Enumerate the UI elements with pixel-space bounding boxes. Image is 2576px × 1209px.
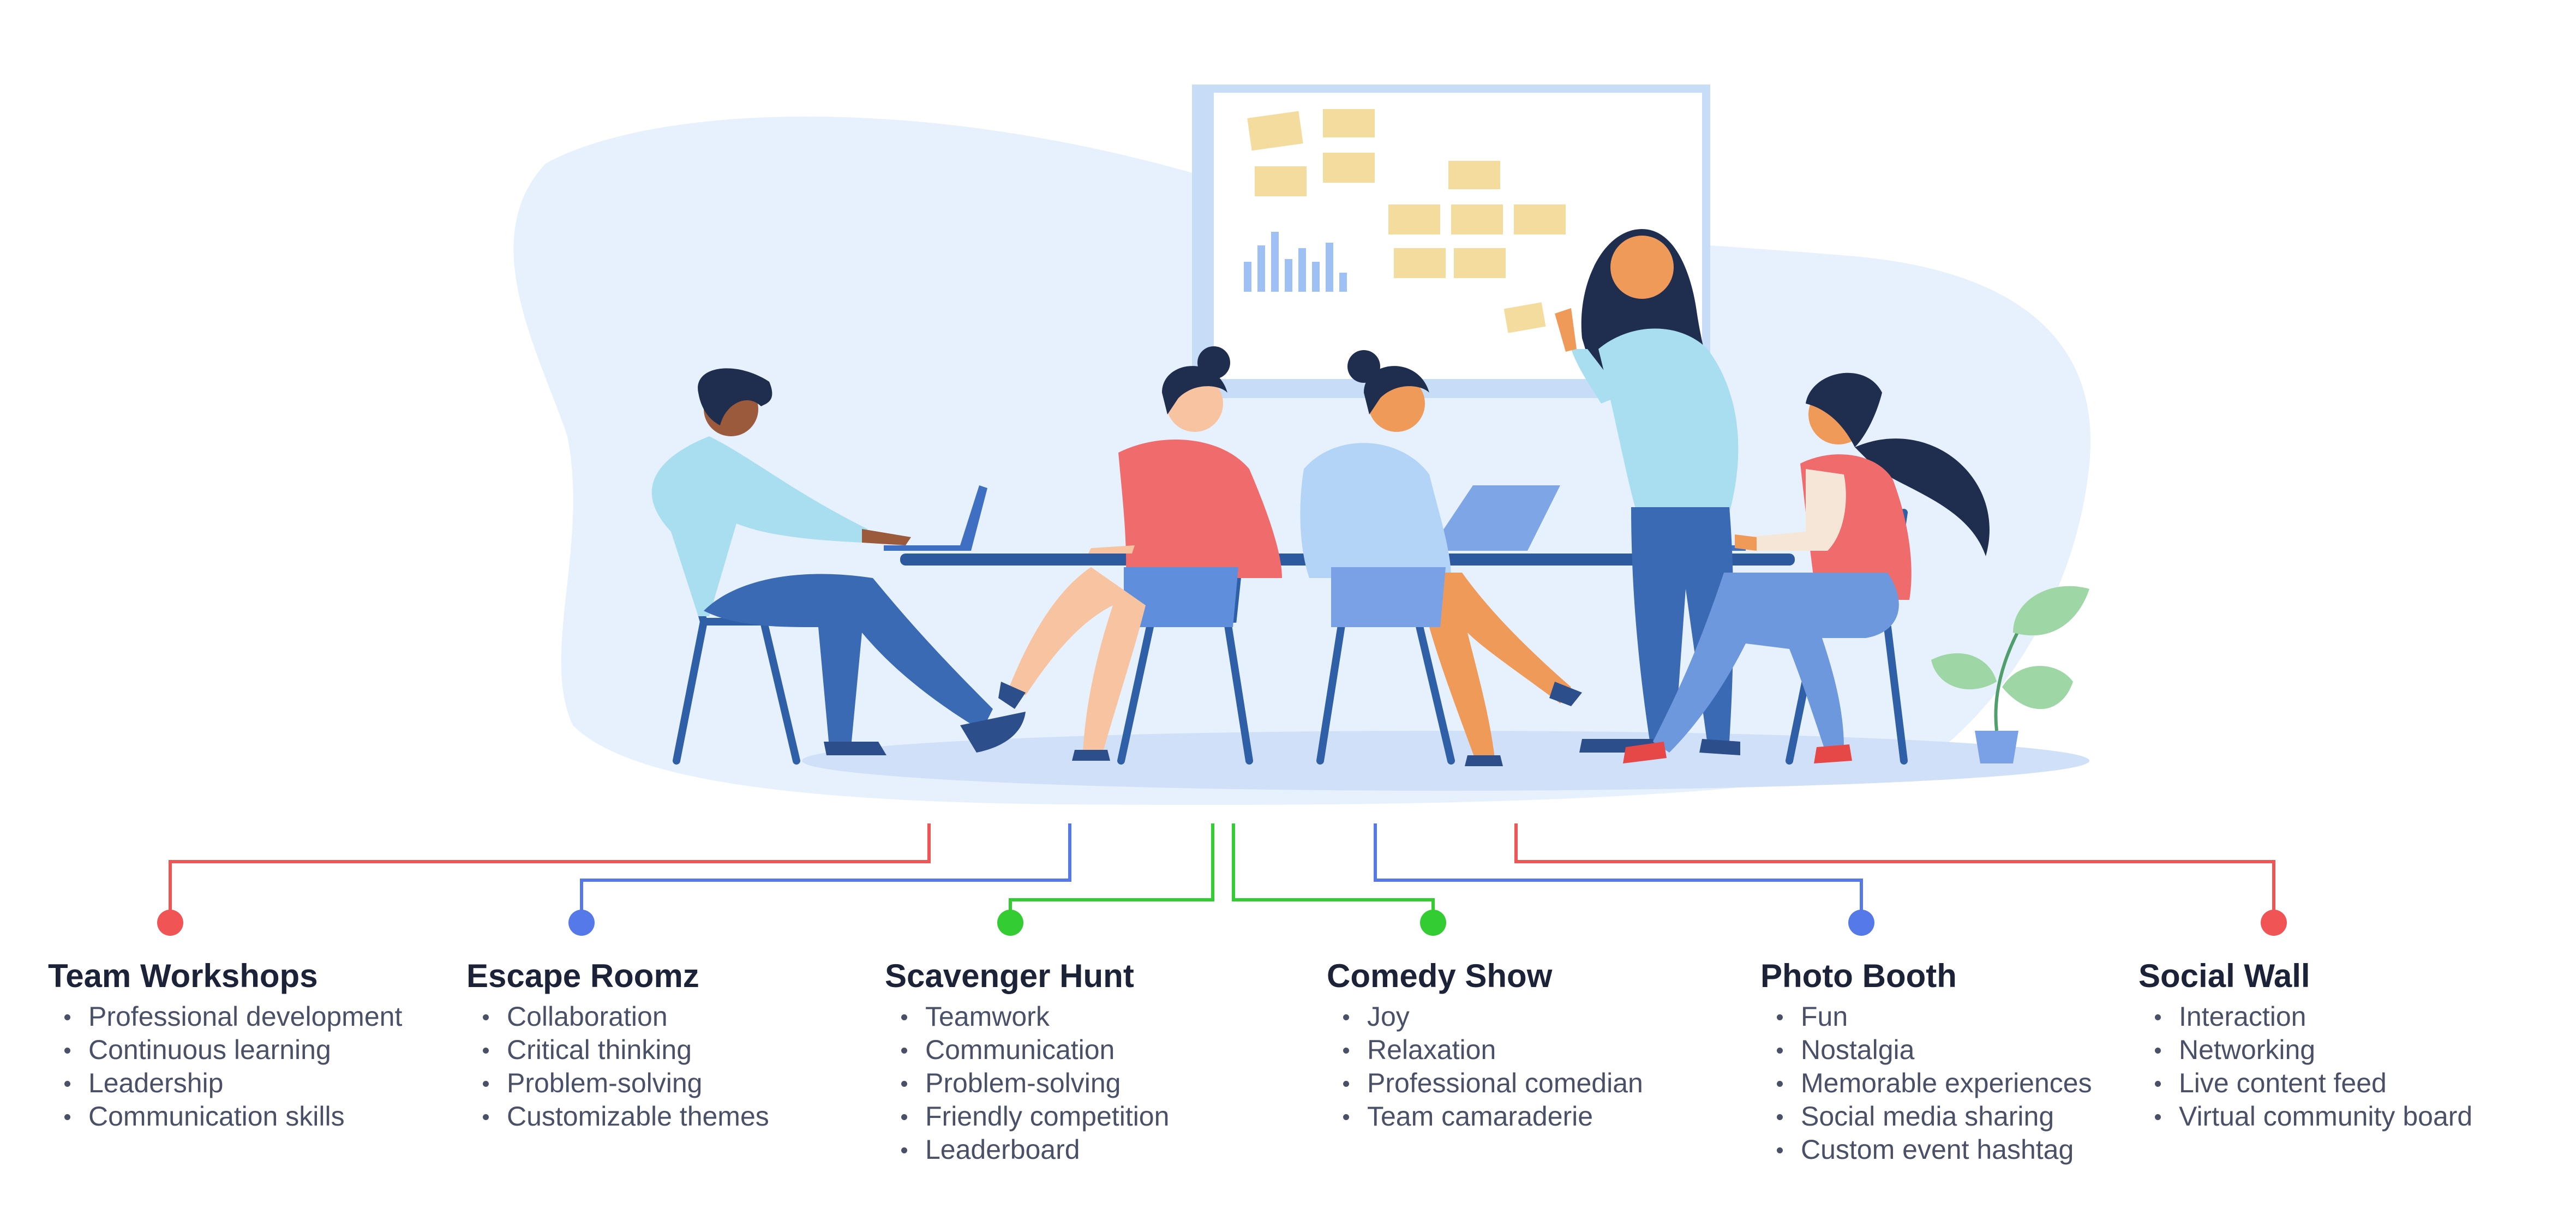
activity-title: Scavenger Hunt	[885, 958, 1134, 994]
activity-items: Fun Nostalgia Memorable experiences Soci…	[1760, 1000, 2092, 1166]
node-dot-comedy-show	[1420, 910, 1446, 936]
person-icon	[651, 368, 1026, 755]
activity-items: Teamwork Communication Problem-solving F…	[885, 1000, 1169, 1166]
connector-comedy-show	[1232, 823, 1435, 922]
connector-dots	[157, 910, 2287, 936]
activity-items: Joy Relaxation Professional comedian Tea…	[1327, 1000, 1643, 1133]
list-item: Communication skills	[48, 1100, 402, 1133]
person-icon	[1623, 372, 1990, 763]
list-item: Live content feed	[2138, 1067, 2472, 1100]
list-item: Fun	[1760, 1000, 2092, 1033]
list-item: Memorable experiences	[1760, 1067, 2092, 1100]
list-item: Virtual community board	[2138, 1100, 2472, 1133]
list-item: Problem-solving	[466, 1067, 769, 1100]
list-item: Custom event hashtag	[1760, 1133, 2092, 1166]
list-item: Joy	[1327, 1000, 1643, 1033]
person-icon	[998, 346, 1282, 761]
activity-escape-roomz: Escape Roomz Collaboration Critical thin…	[466, 957, 769, 1133]
activity-team-workshops: Team Workshops Professional development …	[48, 957, 402, 1133]
activity-photo-booth: Photo Booth Fun Nostalgia Memorable expe…	[1760, 957, 2092, 1166]
list-item: Critical thinking	[466, 1033, 769, 1067]
list-item: Social media sharing	[1760, 1100, 2092, 1133]
activity-title: Photo Booth	[1760, 958, 1957, 994]
node-dot-team-workshops	[157, 910, 183, 936]
connector-photo-booth	[1374, 823, 1863, 922]
activity-comedy-show: Comedy Show Joy Relaxation Professional …	[1327, 957, 1643, 1133]
node-dot-scavenger-hunt	[997, 910, 1023, 936]
list-item: Collaboration	[466, 1000, 769, 1033]
list-item: Leaderboard	[885, 1133, 1169, 1166]
activity-scavenger-hunt: Scavenger Hunt Teamwork Communication Pr…	[885, 957, 1169, 1166]
activity-items: Interaction Networking Live content feed…	[2138, 1000, 2472, 1133]
list-item: Networking	[2138, 1033, 2472, 1067]
list-item: Interaction	[2138, 1000, 2472, 1033]
list-item: Continuous learning	[48, 1033, 402, 1067]
activity-title: Comedy Show	[1327, 958, 1553, 994]
connector-social-wall	[1514, 823, 2275, 922]
list-item: Leadership	[48, 1067, 402, 1100]
activity-items: Professional development Continuous lear…	[48, 1000, 402, 1133]
list-item: Friendly competition	[885, 1100, 1169, 1133]
bar-chart-icon	[1244, 232, 1347, 292]
node-dot-social-wall	[2261, 910, 2287, 936]
list-item: Relaxation	[1327, 1033, 1643, 1067]
list-item: Problem-solving	[885, 1067, 1169, 1100]
list-item: Professional comedian	[1327, 1067, 1643, 1100]
activity-title: Social Wall	[2138, 958, 2310, 994]
node-dot-escape-roomz	[568, 910, 595, 936]
activity-title: Escape Roomz	[466, 958, 699, 994]
list-item: Communication	[885, 1033, 1169, 1067]
connector-scavenger-hunt	[1009, 823, 1214, 922]
list-item: Customizable themes	[466, 1100, 769, 1133]
node-dot-photo-booth	[1848, 910, 1874, 936]
person-icon	[1300, 350, 1582, 766]
connector-escape-roomz	[580, 823, 1071, 922]
activity-title: Team Workshops	[48, 958, 318, 994]
activity-items: Collaboration Critical thinking Problem-…	[466, 1000, 769, 1133]
list-item: Team camaraderie	[1327, 1100, 1643, 1133]
list-item: Nostalgia	[1760, 1033, 2092, 1067]
activity-social-wall: Social Wall Interaction Networking Live …	[2138, 957, 2472, 1133]
plant-icon	[1931, 586, 2089, 763]
list-item: Professional development	[48, 1000, 402, 1033]
connector-team-workshops	[169, 823, 931, 922]
list-item: Teamwork	[885, 1000, 1169, 1033]
connector-lines	[169, 823, 2275, 922]
sticky-note-icon	[1247, 109, 1566, 333]
